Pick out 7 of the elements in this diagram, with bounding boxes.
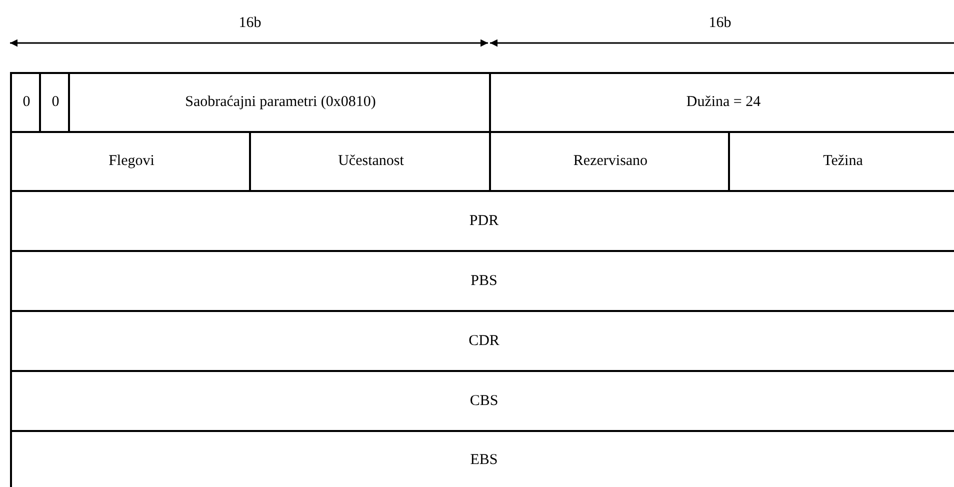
dimension-label: 16b [708, 14, 732, 33]
dimension-label: 16b [238, 14, 262, 33]
field-cell: Dužina = 24 [489, 72, 954, 133]
field-cell: Saobraćajni parametri (0x0810) [68, 72, 491, 133]
field-cell: 0 [39, 72, 70, 133]
field-cell: EBS [10, 430, 954, 487]
field-cell: 0 [10, 72, 41, 133]
